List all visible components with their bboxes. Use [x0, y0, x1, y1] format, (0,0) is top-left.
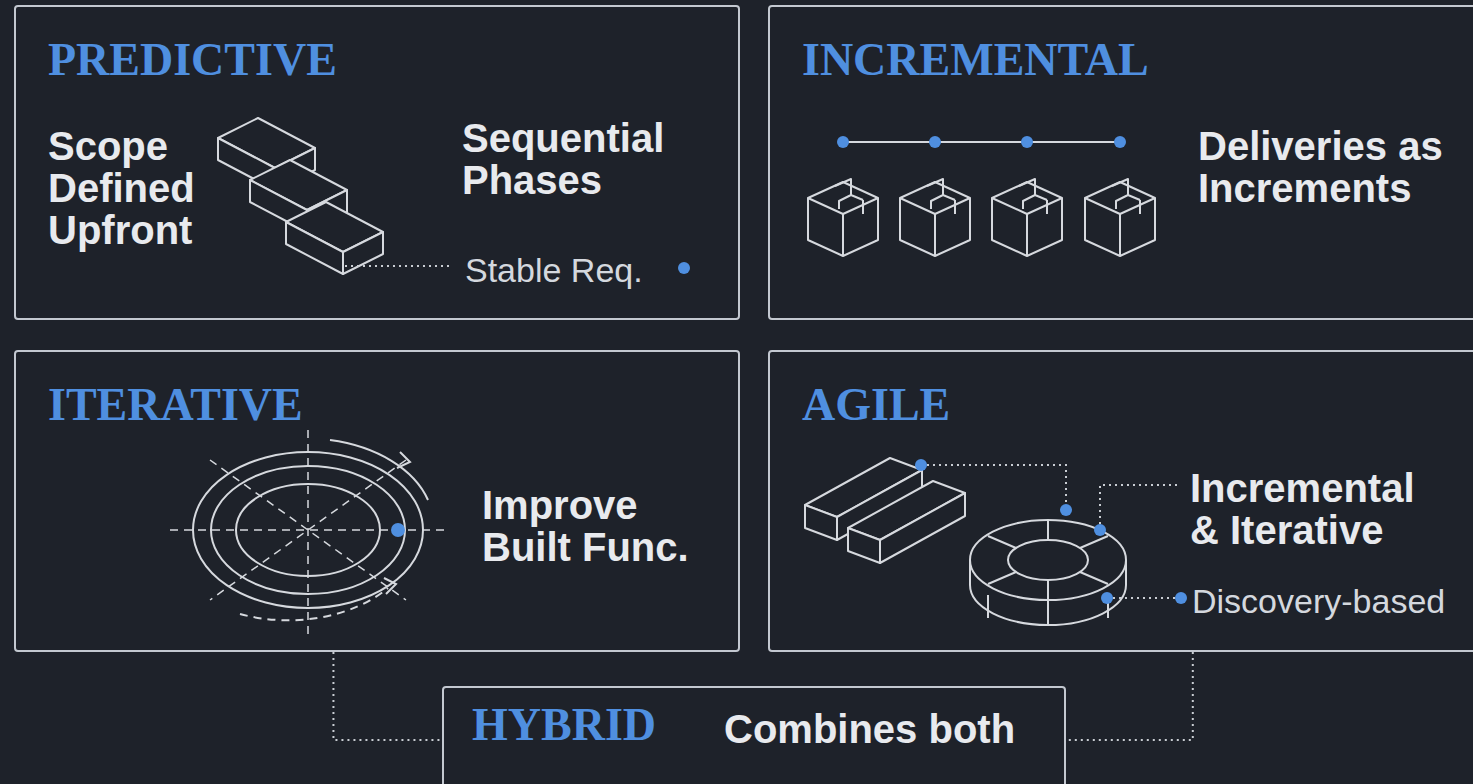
note-text: Stable Req.: [465, 251, 643, 289]
iteration-cycle: [170, 430, 450, 635]
panel-title: PREDICTIVE: [48, 35, 337, 85]
method-panel: PREDICTIVE Scope Defined Upfront Sequentia…: [14, 5, 740, 320]
heading-text: Combines both: [724, 708, 1015, 750]
method-panel: ITERATIVE Improve Built Func.: [14, 350, 740, 652]
panel-title: AGILE: [802, 380, 950, 430]
leader-line: [345, 265, 452, 267]
heading-text: Sequential Phases: [462, 117, 712, 201]
agile-blocks: [805, 458, 965, 563]
leader-lines: [921, 465, 1178, 598]
stair-blocks: [218, 118, 383, 274]
panel-title: ITERATIVE: [48, 380, 303, 430]
marker-dots: [915, 459, 1187, 604]
method-panel: AGILE Incremental & IterativeDiscovery-ba…: [768, 350, 1473, 652]
heading-text: Deliveries as Increments: [1198, 125, 1460, 209]
marker-dot: [678, 262, 690, 274]
timeline: [837, 136, 1126, 148]
heading-text: Incremental & Iterative: [1190, 467, 1452, 551]
dotted-connector: [1066, 652, 1193, 740]
dotted-connector: [333, 652, 442, 740]
marker-dot: [391, 523, 405, 537]
package-boxes: [808, 179, 1155, 256]
hybrid-box: HYBRID Combines both: [442, 686, 1066, 784]
panel-title: HYBRID: [472, 700, 656, 750]
note-text: Discovery-based: [1192, 582, 1445, 620]
panel-title: INCREMENTAL: [802, 35, 1149, 85]
agile-ring: [970, 520, 1126, 625]
method-panel: INCREMENTAL Deliveries as Increments: [768, 5, 1473, 320]
heading-text: Scope Defined Upfront: [48, 125, 218, 251]
heading-text: Improve Built Func.: [482, 484, 732, 568]
